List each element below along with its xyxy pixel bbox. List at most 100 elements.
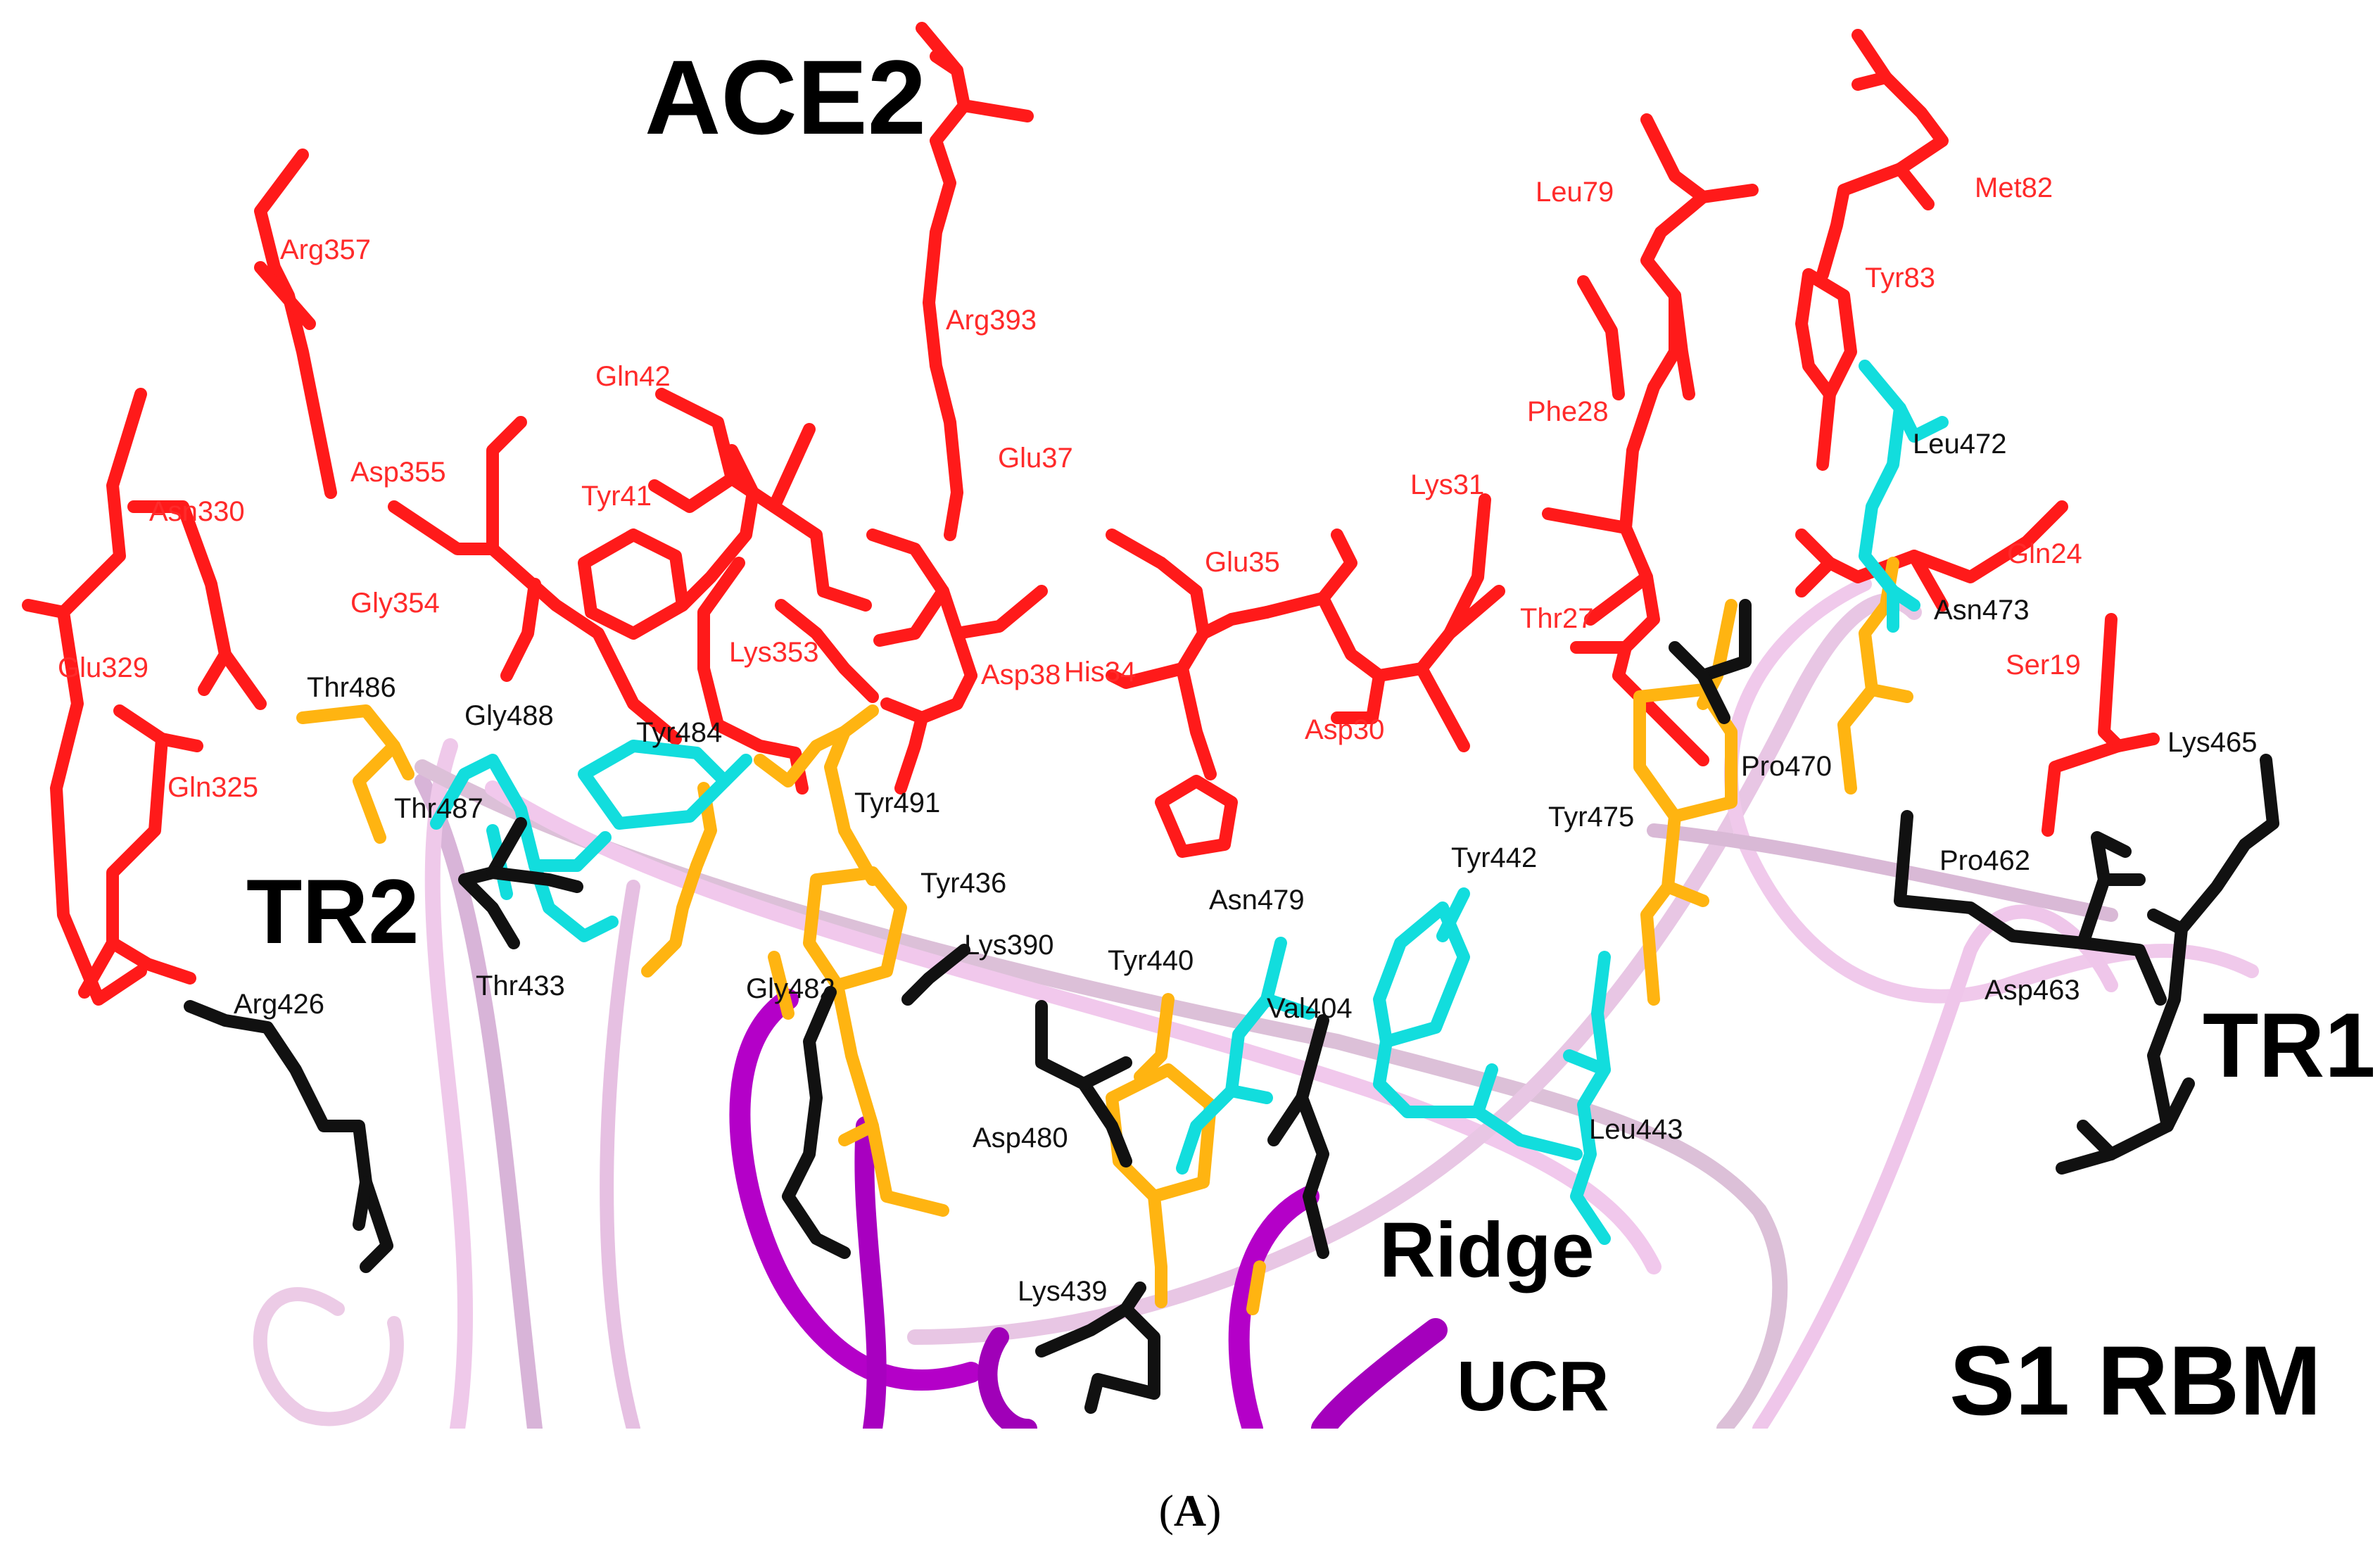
his34-ring <box>1155 775 1238 858</box>
residue-stick <box>1225 1084 1273 1104</box>
label-tr1: TR1 <box>2203 994 2376 1096</box>
residue-stick <box>958 99 1034 122</box>
tyr442-ring <box>1373 901 1470 1048</box>
residue-stick <box>1176 937 1287 1175</box>
residue-stick <box>1267 1091 1308 1146</box>
region-labels: ACE2 TR2 TR1 Ridge UCR S1 RBM <box>246 38 2376 1429</box>
caption-close-paren: ) <box>1206 1486 1222 1536</box>
residue-stick <box>1148 1190 1167 1308</box>
residue-label-val404: Val404 <box>1267 993 1353 1024</box>
residue-label-leu443: Leu443 <box>1589 1114 1683 1145</box>
residue-stick <box>127 500 267 710</box>
residue-label-gln42: Gln42 <box>595 361 671 392</box>
residue-stick <box>1563 1049 1611 1076</box>
residue-stick <box>951 627 977 682</box>
ribbon-strand <box>414 773 543 1429</box>
residue-label-met82: Met82 <box>1975 172 2053 203</box>
residue-label-glu37: Glu37 <box>998 443 1073 474</box>
residue-label-leu79: Leu79 <box>1536 177 1614 208</box>
residue-stick <box>1570 951 1611 1245</box>
ribbon-strand <box>600 880 640 1429</box>
residue-stick <box>22 599 70 619</box>
residue-stick <box>676 444 759 612</box>
residue-stick <box>1577 275 1625 400</box>
residue-label-lys353: Lys353 <box>729 637 819 668</box>
ribbon-helix-magenta <box>854 1116 887 1429</box>
residue-stick <box>1866 683 1913 703</box>
residue-stick <box>1471 1063 1498 1118</box>
residue-label-tyr436: Tyr436 <box>920 868 1006 899</box>
residue-stick <box>1661 880 1709 907</box>
residue-label-arg393: Arg393 <box>946 305 1037 336</box>
caption-open-paren: ( <box>1158 1486 1174 1536</box>
ribbon-strand <box>1752 904 2118 1429</box>
label-tr2: TR2 <box>246 860 419 963</box>
ribbon-helix-magenta <box>977 1327 1037 1429</box>
residue-stick <box>1669 599 1752 682</box>
residue-stick <box>831 979 949 1217</box>
residue-label-tyr41: Tyr41 <box>581 481 652 512</box>
residue-stick <box>2056 754 2279 1175</box>
residue-stick <box>1106 627 1210 689</box>
residue-label-gln325: Gln325 <box>167 772 258 803</box>
residue-stick <box>916 22 970 541</box>
residue-label-lys465: Lys465 <box>2167 727 2258 758</box>
ribbon-helix-magenta <box>729 989 982 1391</box>
residue-stick <box>1697 184 1759 203</box>
residue-label-tyr442: Tyr442 <box>1451 842 1537 873</box>
ace2-residue-labels: Arg357 Asn330 Glu329 Gln325 Asp355 Gly35… <box>58 172 2082 803</box>
ribbon-helix-magenta <box>1228 1186 1319 1429</box>
residue-stick <box>500 578 541 682</box>
residue-label-leu472: Leu472 <box>1913 429 2006 460</box>
residue-label-thr487: Thr487 <box>394 793 483 824</box>
residue-label-thr486: Thr486 <box>307 672 396 703</box>
residue-label-his34: His34 <box>1064 657 1136 688</box>
residue-stick <box>1542 507 1632 534</box>
residue-label-pro462: Pro462 <box>1939 845 2030 876</box>
residue-label-thr433: Thr433 <box>476 970 565 1001</box>
residue-stick <box>1816 388 1836 471</box>
residue-stick <box>388 740 414 780</box>
residue-stick <box>1260 529 1357 619</box>
residue-label-glu35: Glu35 <box>1205 547 1280 578</box>
residue-stick <box>1816 163 1906 281</box>
structure-drawing: Arg357 Asn330 Glu329 Gln325 Asp355 Gly35… <box>22 22 2376 1429</box>
residue-stick <box>930 50 963 77</box>
label-ucr: UCR <box>1457 1347 1609 1426</box>
caption-panel-letter: A <box>1173 1486 1207 1536</box>
residue-stick <box>1035 1303 1160 1414</box>
residue-stick <box>2161 1077 2195 1132</box>
residue-stick <box>1260 993 1315 1020</box>
residue-stick <box>1859 360 1949 443</box>
residue-stick <box>901 944 970 1006</box>
residue-stick <box>1120 1282 1146 1315</box>
residue-label-gly488: Gly488 <box>464 700 554 731</box>
residue-stick <box>156 733 203 752</box>
residue-stick <box>648 472 738 513</box>
residue-stick <box>254 148 337 499</box>
residue-label-lys439: Lys439 <box>1018 1276 1108 1307</box>
residue-stick <box>184 1000 393 1273</box>
residue-stick <box>50 388 147 1006</box>
label-ace2: ACE2 <box>645 38 926 156</box>
residue-stick <box>430 754 619 942</box>
residue-label-asp30: Asp30 <box>1305 714 1384 745</box>
residue-label-asp355: Asp355 <box>350 457 446 488</box>
residue-label-arg357: Arg357 <box>280 234 371 265</box>
residue-stick <box>838 704 879 738</box>
residue-stick <box>1176 662 1217 780</box>
residue-label-gly482: Gly482 <box>746 973 835 1004</box>
residue-stick <box>1415 493 1491 675</box>
residue-stick <box>254 261 316 330</box>
residue-label-ser19: Ser19 <box>2006 650 2081 681</box>
ribbon-helix-magenta <box>1311 1318 1448 1429</box>
residue-stick <box>1246 1260 1266 1315</box>
residue-label-phe28: Phe28 <box>1527 396 1609 427</box>
residue-stick <box>1852 29 1949 210</box>
residue-stick <box>1584 571 1653 626</box>
residue-stick <box>528 831 612 872</box>
residue-stick <box>2147 909 2188 935</box>
residue-stick <box>2077 1120 2118 1160</box>
rbd-orange-residue-sticks <box>296 557 1913 1315</box>
residue-stick <box>486 866 583 893</box>
